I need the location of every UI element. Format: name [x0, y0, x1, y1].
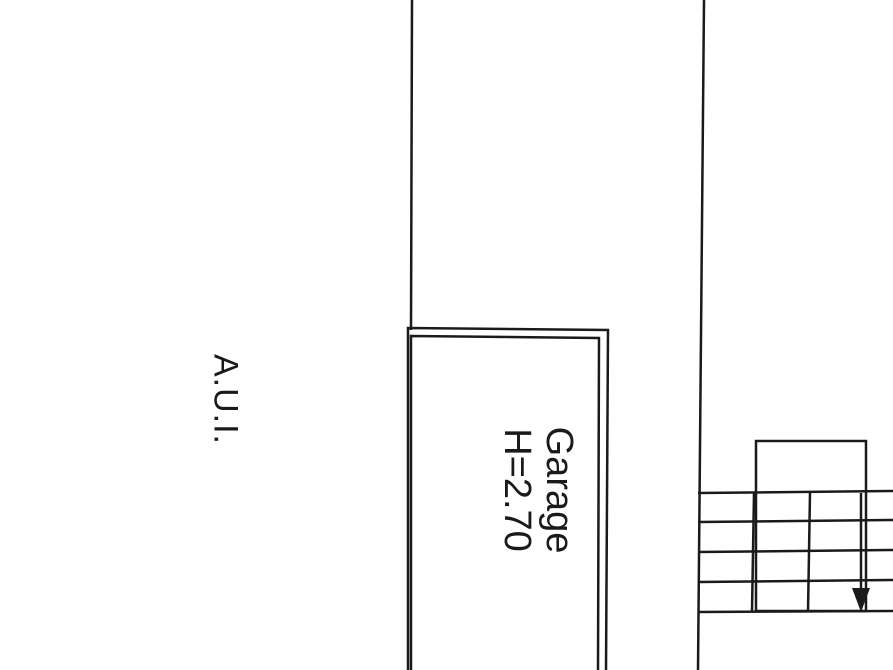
corridor-wall-left	[409, 0, 414, 331]
garage-room-height: H=2.70	[496, 428, 538, 552]
stair-tread-4	[697, 578, 893, 584]
garage-wall-outer	[406, 326, 610, 670]
garage-label: Garage H=2.70	[480, 370, 580, 610]
stair-tread-1	[697, 489, 893, 495]
stair-tread-5	[697, 609, 893, 614]
area-label: A.U.I.	[206, 353, 245, 446]
garage-room-name: Garage	[538, 426, 580, 554]
stair-tread-2	[697, 518, 893, 524]
stair-direction-arrow	[852, 588, 870, 612]
corridor-wall-right	[696, 0, 706, 670]
stair-landing	[754, 439, 868, 613]
garage-wall-inner	[409, 334, 601, 670]
stair-stringer-left	[750, 492, 756, 613]
stair-stringer-mid	[806, 492, 812, 613]
stair-tread-3	[697, 548, 893, 554]
